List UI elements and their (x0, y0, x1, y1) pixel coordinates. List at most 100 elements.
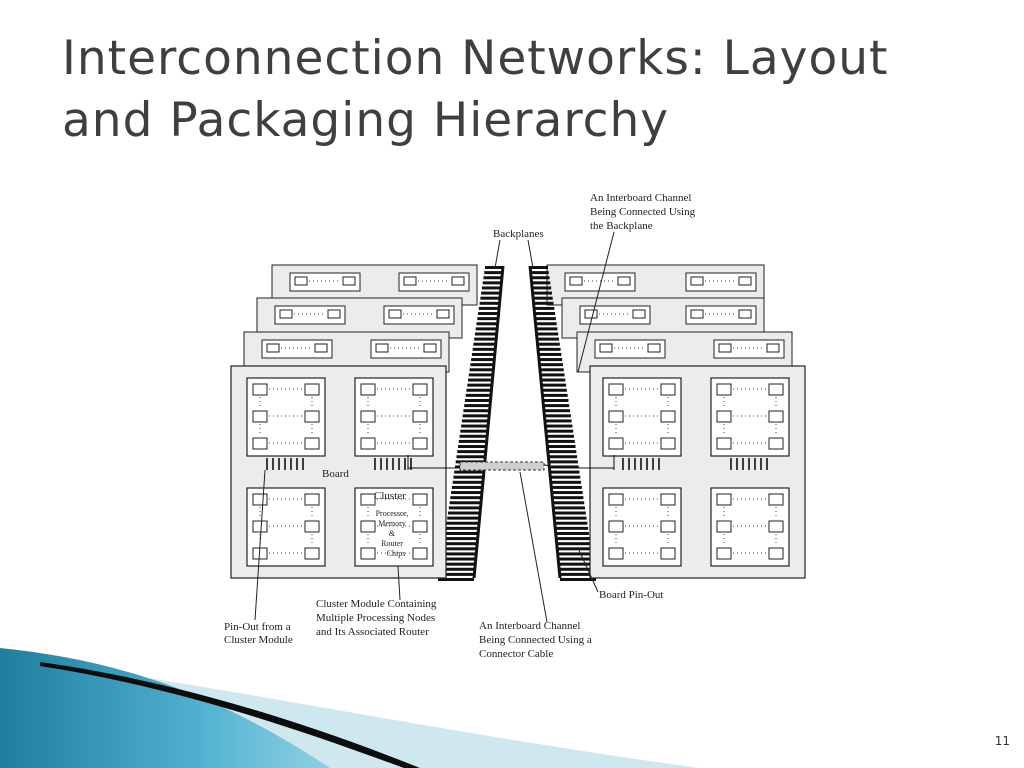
chip (768, 520, 784, 533)
backplane-connector (556, 537, 590, 541)
backplane-connector (543, 409, 571, 413)
chip (266, 343, 280, 353)
chip (608, 383, 624, 396)
backplane-connector (541, 388, 567, 392)
chip (768, 493, 784, 506)
chip (768, 410, 784, 423)
backplane-connector (480, 296, 501, 300)
backplane-connector (558, 562, 594, 566)
label-line: Cluster Module Containing (316, 598, 437, 610)
chip (716, 437, 732, 450)
chip (360, 383, 376, 396)
label-board-pinout: Board Pin-Out (599, 589, 663, 601)
chip (314, 343, 328, 353)
chip (716, 547, 732, 560)
chip (304, 410, 320, 423)
backplane-connector (547, 450, 577, 454)
backplane-connector (469, 368, 494, 372)
label-backplanes: Backplanes (493, 228, 544, 240)
chip (342, 276, 356, 286)
backplane-spine (472, 265, 505, 579)
backplane-connector (538, 352, 562, 356)
decor-dark-stroke (40, 662, 420, 768)
backplane-connector (537, 347, 561, 351)
corner-decoration (0, 648, 700, 768)
backplane-connector (559, 572, 596, 576)
label-line: Being Connected Using (590, 206, 696, 218)
backplane-connector (555, 531, 589, 535)
board-layer (243, 331, 450, 373)
label-line: Connector Cable (479, 648, 553, 660)
label-line: & (389, 529, 396, 538)
leader-line (254, 469, 266, 621)
label-line: Memory (378, 519, 406, 528)
label-interboard-backplane: An Interboard Channel Being Connected Us… (590, 192, 698, 232)
backplane-connector (471, 358, 495, 362)
backplane-connector (440, 562, 476, 566)
backplane-connector (454, 470, 484, 474)
chip (327, 309, 341, 319)
chip (584, 309, 598, 319)
chip (660, 383, 676, 396)
backplane-connector (467, 383, 493, 387)
backplane-connector (459, 434, 488, 438)
leader-line (527, 239, 534, 269)
backplane-connector (552, 501, 585, 505)
leader-lines (254, 231, 615, 623)
label-line: Chips (387, 549, 406, 558)
backplane-connector (468, 373, 494, 377)
chip (690, 309, 704, 319)
backplane-connector (553, 511, 586, 515)
backplane-connector (474, 332, 497, 336)
backplane-connector (463, 409, 490, 413)
chip (252, 520, 268, 533)
chip (375, 343, 389, 353)
backplane-connector (443, 542, 478, 546)
backplane-connector (545, 429, 574, 433)
backplane-connector (460, 429, 488, 433)
label-cluster-module: Cluster Module Containing Multiple Proce… (316, 598, 439, 638)
chip (690, 276, 704, 286)
backplane-connector (550, 480, 582, 484)
chip (304, 437, 320, 450)
chip (412, 410, 428, 423)
backplane-connector (473, 342, 496, 346)
chip (660, 437, 676, 450)
backplane-connector (466, 388, 492, 392)
backplane-connector (535, 322, 557, 326)
backplane-connector (447, 516, 480, 520)
chip (608, 520, 624, 533)
backplane-connector (542, 398, 569, 402)
chip (660, 520, 676, 533)
label-line: An Interboard Channel (479, 620, 580, 632)
backplane-connector (530, 276, 550, 280)
chip (451, 276, 465, 286)
backplane-connector (438, 578, 474, 581)
label-board: Board (322, 468, 349, 480)
backplane-connector (541, 383, 567, 387)
chip (304, 520, 320, 533)
front-boards (230, 365, 806, 579)
backplane-connector (544, 414, 571, 418)
chip (768, 437, 784, 450)
chip (412, 437, 428, 450)
backplane-connector (445, 526, 479, 530)
backplane-connector (551, 491, 583, 495)
backplane-connector (468, 378, 493, 382)
chip (304, 493, 320, 506)
board-layer (256, 297, 463, 339)
backplane-connector (546, 434, 574, 438)
backplane-connector (471, 352, 495, 356)
backplane-connector (557, 547, 592, 551)
backplane-connector (482, 281, 502, 285)
backplane-connector (457, 450, 486, 454)
label-line: Multiple Processing Nodes (316, 612, 435, 624)
chip (360, 410, 376, 423)
backplane-connector (543, 404, 570, 408)
backplane-connector (547, 445, 576, 449)
backplane-connector (549, 465, 579, 469)
backplane-connector (481, 291, 501, 295)
backplane-connector (461, 419, 489, 423)
connector-cable (407, 455, 615, 471)
